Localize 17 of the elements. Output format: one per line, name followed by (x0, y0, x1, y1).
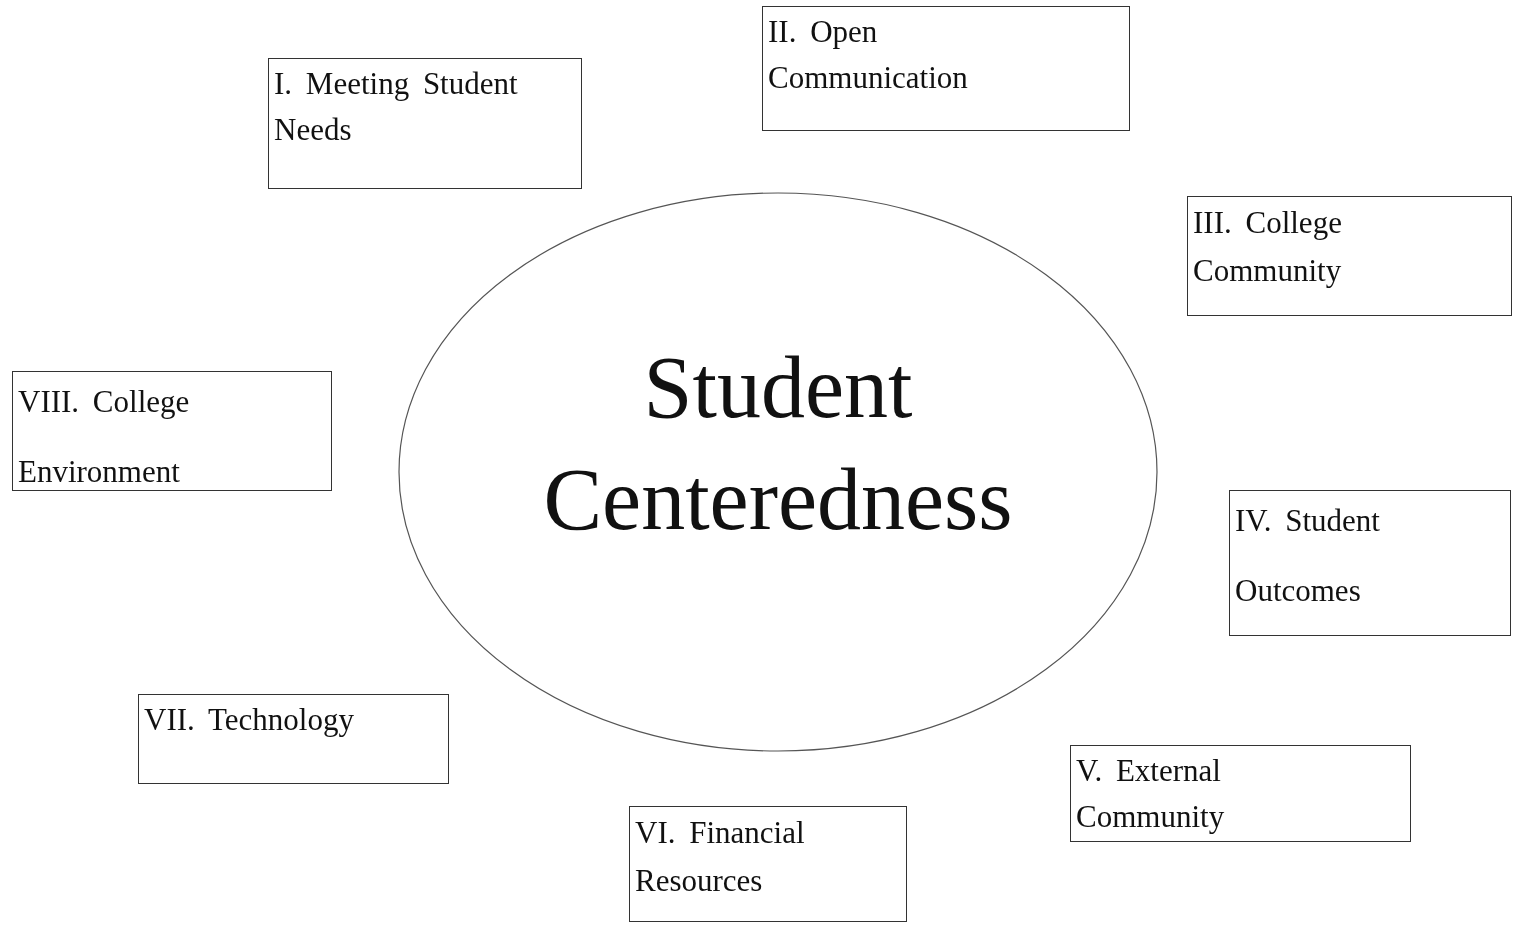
category-label: V. External Community (1076, 752, 1226, 836)
category-label: III. College Community (1193, 204, 1343, 290)
category-label: II. Open Communication (768, 13, 969, 97)
category-label: IV. Student Outcomes (1235, 502, 1381, 610)
category-box (12, 371, 332, 491)
center-title: Student Centeredness (542, 338, 1014, 550)
category-label: VI. Financial Resources (635, 814, 806, 900)
category-box (1229, 490, 1511, 636)
category-box (762, 6, 1130, 131)
category-label: VII. Technology (144, 701, 355, 739)
category-box (1187, 196, 1512, 316)
category-box (1070, 745, 1411, 842)
category-box (268, 58, 582, 189)
category-label: VIII. College Environment (18, 383, 191, 491)
category-label: I. Meeting Student Needs (274, 65, 519, 149)
category-box (629, 806, 907, 922)
category-box (138, 694, 449, 784)
